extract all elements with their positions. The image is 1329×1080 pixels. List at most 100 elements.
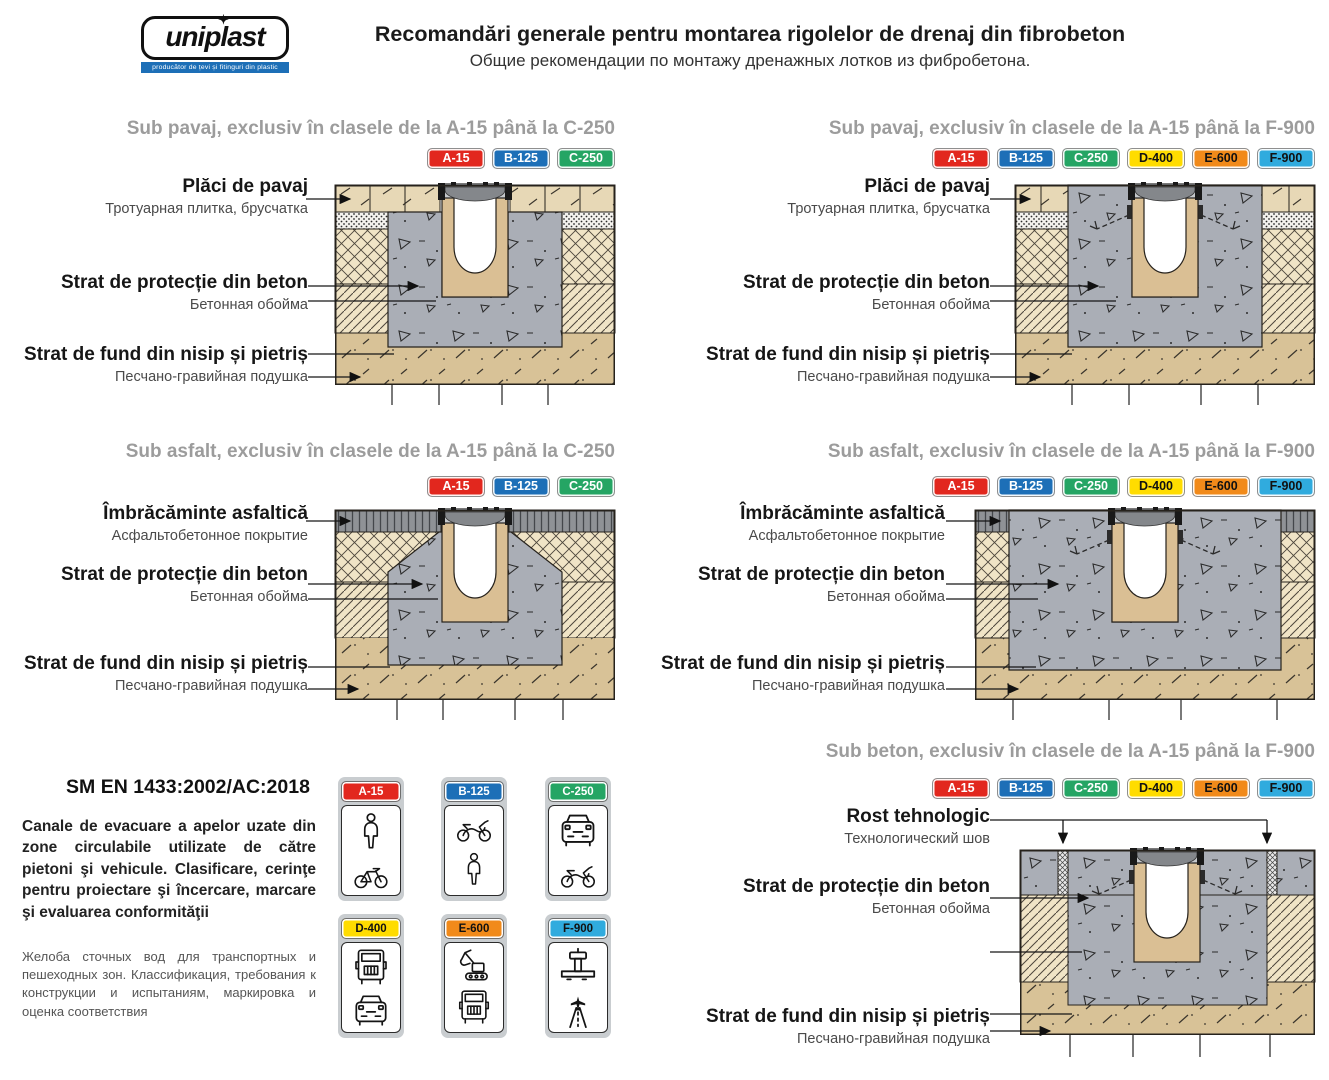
left-hatch-layer bbox=[1019, 894, 1069, 983]
standard-text-ru: Желоба сточных вод для транспортных и пе… bbox=[22, 949, 316, 1019]
section-heading-asfalt-f900: Sub asfalt, exclusiv în clasele de la A-… bbox=[827, 441, 1315, 462]
truck-icon bbox=[355, 949, 387, 985]
class-badge-d400: D-400 bbox=[341, 918, 401, 939]
airplane-runway-icon bbox=[569, 996, 587, 1029]
motorcycle-icon bbox=[457, 819, 491, 842]
class-badge-c-250: C-250 bbox=[1062, 148, 1120, 169]
cross-section-asfalt-c250 bbox=[334, 506, 616, 720]
class-badge-a-15: A-15 bbox=[932, 476, 990, 497]
diagram-border bbox=[335, 510, 615, 700]
asphalt-layer bbox=[334, 509, 442, 533]
dimension-stubs bbox=[1069, 1035, 1271, 1057]
class-badge-c-250: C-250 bbox=[557, 476, 615, 497]
class-badge-b-125: B-125 bbox=[997, 778, 1055, 799]
class-card-c250: C-250 bbox=[545, 777, 611, 901]
class-card-d400: D-400 bbox=[338, 914, 404, 1038]
paving-slab-layer bbox=[334, 184, 616, 213]
car-icon bbox=[355, 995, 387, 1026]
standard-title: SM EN 1433:2002/AC:2018 bbox=[66, 776, 310, 798]
class-badge-e-600: E-600 bbox=[1192, 476, 1250, 497]
right-layer-stack bbox=[561, 211, 616, 334]
left-layer-stack bbox=[974, 509, 1010, 639]
pedestrian-icon bbox=[467, 853, 481, 886]
dimension-stubs bbox=[391, 385, 549, 405]
truck-icon bbox=[458, 990, 490, 1024]
class-badge-c-250: C-250 bbox=[1062, 476, 1120, 497]
drainage-channel bbox=[1107, 506, 1183, 623]
section-heading-pavaj-c250: Sub pavaj, exclusiv în clasele de la A-1… bbox=[126, 118, 615, 139]
class-badge-a-15: A-15 bbox=[932, 778, 990, 799]
section-heading-pavaj-f900: Sub pavaj, exclusiv în clasele de la A-1… bbox=[828, 118, 1315, 139]
class-badge-c-250: C-250 bbox=[557, 148, 615, 169]
class-badge-b-125: B-125 bbox=[997, 148, 1055, 169]
car-icon bbox=[561, 814, 595, 847]
logo-spark-icon: ✦ bbox=[218, 12, 229, 27]
bicycle-icon bbox=[354, 867, 388, 888]
class-badge-f-900: F-900 bbox=[1257, 778, 1315, 799]
class-badge-f900: F-900 bbox=[548, 918, 608, 939]
logo-wordmark: uniplast✦ bbox=[141, 12, 289, 60]
class-badge-a-15: A-15 bbox=[932, 148, 990, 169]
class-card-a15: A-15 bbox=[338, 777, 404, 901]
diagram-border bbox=[1020, 850, 1315, 1035]
dimension-stubs bbox=[1012, 700, 1278, 720]
expansion-joint bbox=[1266, 849, 1278, 896]
right-hatch-layer bbox=[1266, 894, 1316, 983]
section-heading-beton-f900: Sub beton, exclusiv în clasele de la A-1… bbox=[825, 741, 1315, 762]
class-badge-b-125: B-125 bbox=[997, 476, 1055, 497]
class-badge-e600: E-600 bbox=[444, 918, 504, 939]
standard-text-ro: Canale de evacuare a apelor uzate din zo… bbox=[22, 818, 316, 921]
class-badge-c-250: C-250 bbox=[1062, 778, 1120, 799]
cross-section-pavaj-f900 bbox=[1014, 181, 1316, 405]
drainage-channel bbox=[1129, 846, 1205, 963]
drainage-channel bbox=[437, 506, 513, 623]
class-badge-f-900: F-900 bbox=[1257, 476, 1315, 497]
class-card-f900: F-900 bbox=[545, 914, 611, 1038]
diagram-border bbox=[975, 510, 1315, 700]
badge-row: A-15 B-125 C-250 D-400 E-600 F-900 bbox=[915, 476, 1315, 497]
diagram-border bbox=[1015, 185, 1315, 385]
expansion-joint bbox=[1057, 849, 1069, 896]
drainage-channel bbox=[437, 181, 513, 298]
badge-row: A-15 B-125 C-250 D-400 E-600 F-900 bbox=[915, 148, 1315, 169]
class-card-e600: E-600 bbox=[441, 914, 507, 1038]
class-badge-f-900: F-900 bbox=[1257, 148, 1315, 169]
class-card-b125: B-125 bbox=[441, 777, 507, 901]
uniplast-logo: uniplast✦ producător de țevi și fitingur… bbox=[141, 12, 289, 73]
motorcycle-icon bbox=[561, 866, 595, 888]
class-badge-b-125: B-125 bbox=[492, 476, 550, 497]
class-badge-d-400: D-400 bbox=[1127, 778, 1185, 799]
class-badge-e-600: E-600 bbox=[1192, 778, 1250, 799]
right-layer-stack bbox=[1280, 509, 1316, 639]
dimension-stubs bbox=[396, 700, 564, 720]
class-badge-d-400: D-400 bbox=[1127, 476, 1185, 497]
left-layer-stack bbox=[1014, 184, 1069, 334]
right-layer-stack bbox=[1261, 184, 1316, 334]
airport-tower-icon bbox=[560, 947, 596, 980]
diagram-border bbox=[335, 185, 615, 385]
cross-section-asfalt-f900 bbox=[974, 506, 1316, 720]
page-title-ru: Общие рекомендации по монтажу дренажных … bbox=[469, 51, 1031, 70]
drainage-channel bbox=[1127, 181, 1203, 298]
class-badge-d-400: D-400 bbox=[1127, 148, 1185, 169]
section-heading-asfalt-c250: Sub asfalt, exclusiv în clasele de la A-… bbox=[125, 441, 615, 462]
asphalt-layer bbox=[508, 509, 616, 533]
page-title-ro: Recomandări generale pentru montarea rig… bbox=[374, 22, 1126, 46]
class-badge-e-600: E-600 bbox=[1192, 148, 1250, 169]
class-badge-b125: B-125 bbox=[444, 781, 504, 802]
